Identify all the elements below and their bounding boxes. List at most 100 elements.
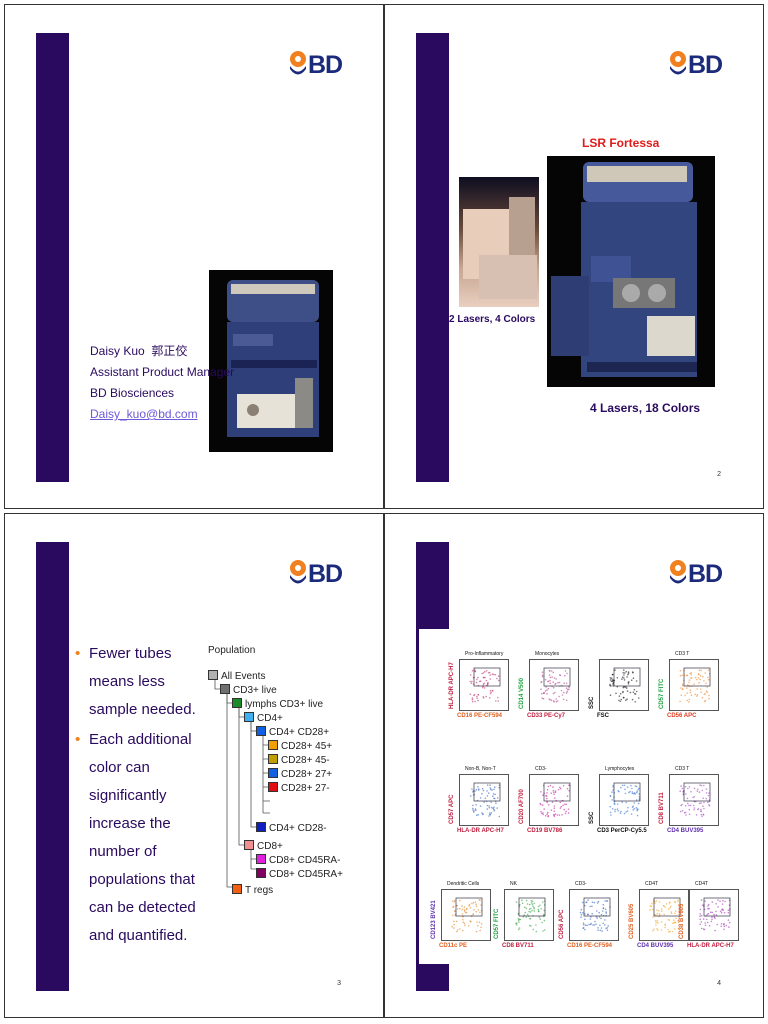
- gating-plot-y-label: CD57 FITC: [494, 908, 500, 939]
- tree-node: CD8+: [244, 840, 283, 854]
- tree-node: CD28+ 45-: [268, 754, 330, 768]
- gating-plot: [639, 889, 689, 941]
- tree-node: CD28+ 27-: [268, 782, 330, 796]
- gating-plot-title: CD4T: [695, 881, 709, 887]
- gating-plot-title: CD4T: [645, 881, 659, 887]
- gating-plot-x-label: CD56 APC: [667, 713, 697, 719]
- logo-text: BD: [688, 560, 723, 588]
- contact-email-link[interactable]: Daisy_kuo@bd.com: [90, 407, 198, 421]
- gating-plot-y-label: HLA-DR APC-H7: [449, 662, 455, 709]
- gating-plot-title: CD3 T: [675, 651, 690, 657]
- tree-node: CD28+ 45+: [268, 740, 332, 754]
- gating-plot-y-label: SSC: [589, 811, 595, 824]
- bd-sunburst-icon: [290, 51, 306, 75]
- gating-plot-title: CD3-: [535, 766, 547, 772]
- tree-connectors: [214, 679, 270, 888]
- gating-plot: [599, 774, 649, 826]
- page-number: 2: [717, 471, 721, 478]
- gating-plot-x-label: HLA-DR APC-H7: [457, 828, 504, 834]
- contact-block: Daisy Kuo 郭正佼 Assistant Product Manager …: [90, 341, 234, 425]
- tree-header: Population: [208, 645, 256, 656]
- slide-3: BD Fewer tubes means less sample needed.…: [4, 513, 384, 1018]
- slide-2: BD LSR Fortessa 2 Lasers, 4 Colors 4 Las…: [384, 4, 764, 509]
- gating-plot-x-label: CD11c PE: [439, 943, 468, 949]
- contact-role: Assistant Product Manager: [90, 365, 235, 379]
- gating-plot-x-label: CD16 PE-CF594: [457, 713, 503, 719]
- small-instrument-photo: [459, 177, 539, 307]
- gating-plot-y-label: CD25 BV605: [629, 903, 635, 939]
- bd-logo: BD: [669, 45, 723, 85]
- gating-plot: [459, 774, 509, 826]
- page-number: 4: [717, 980, 721, 987]
- side-bar: [36, 542, 69, 991]
- gating-plot-x-label: CD19 BV786: [527, 828, 563, 834]
- gating-plot-y-label: CD56 APC: [559, 909, 565, 939]
- contact-org: BD Biosciences: [90, 386, 175, 400]
- gating-plot-x-label: CD4 BUV395: [667, 828, 704, 834]
- tree-node: CD8+ CD45RA+: [256, 868, 343, 882]
- bd-sunburst-icon: [290, 560, 306, 584]
- logo-text: BD: [308, 560, 343, 588]
- side-bar: [36, 33, 69, 482]
- tree-node: All Events: [208, 670, 265, 684]
- gating-plot: [669, 659, 719, 711]
- tree-node: CD4+ CD28+: [256, 726, 329, 740]
- gating-plot: [529, 659, 579, 711]
- gating-plot-title: Monocytes: [535, 651, 560, 657]
- tree-node: CD3+ live: [220, 684, 277, 698]
- tree-node: CD4+ CD28-: [256, 822, 327, 836]
- lsr-fortessa-photo: [547, 156, 715, 387]
- gating-plot-x-label: FSC: [597, 713, 609, 719]
- gating-plot-y-label: CD8 BV711: [659, 792, 665, 824]
- gating-plot-title: CD3 T: [675, 766, 690, 772]
- gating-plot: [504, 889, 554, 941]
- gating-plot-y-label: CD14 V500: [519, 677, 525, 709]
- big-photo-caption: 4 Lasers, 18 Colors: [590, 401, 701, 415]
- page-number: 3: [337, 980, 341, 987]
- bd-sunburst-icon: [670, 51, 686, 75]
- gating-plot: [529, 774, 579, 826]
- gating-plot-x-label: CD3 PerCP-Cy5.5: [597, 828, 647, 834]
- gating-plot-title: Dendritic Cells: [447, 881, 480, 887]
- contact-name: Daisy Kuo: [90, 344, 145, 358]
- gating-plot-y-label: SSC: [589, 696, 595, 709]
- gating-plot-title: CD3-: [575, 881, 587, 887]
- tree-node: CD28+ 27+: [268, 768, 332, 782]
- gating-plot: [599, 659, 649, 711]
- gating-plot: [441, 889, 491, 941]
- side-bar: [416, 33, 449, 482]
- gating-plot-x-label: CD8 BV711: [502, 943, 534, 949]
- gating-plot-x-label: HLA-DR APC-H7: [687, 943, 734, 949]
- bullet-item: Each additional color can significantly …: [75, 726, 215, 950]
- gating-plot-y-label: CD20 AF700: [519, 789, 525, 824]
- gating-plot-y-label: CD123 BV421: [431, 900, 437, 939]
- bd-logo: BD: [669, 554, 723, 594]
- tree-node: CD4+: [244, 712, 283, 726]
- gating-plot-x-label: CD16 PE-CF594: [567, 943, 613, 949]
- bullet-item: Fewer tubes means less sample needed.: [75, 640, 215, 724]
- gating-plot-title: Lymphocytes: [605, 766, 635, 772]
- gating-plot-x-label: CD4 BUV395: [637, 943, 674, 949]
- gating-plot: [459, 659, 509, 711]
- slide-title: LSR Fortessa: [582, 136, 660, 150]
- gating-plot-y-label: CD57 APC: [449, 794, 455, 824]
- logo-text: BD: [688, 51, 723, 79]
- gating-plot-title: Pro-Inflammatory: [465, 651, 504, 657]
- contact-name-cn: 郭正佼: [151, 344, 188, 358]
- gating-plot-title: Non-B, Non-T: [465, 766, 496, 772]
- bd-sunburst-icon: [670, 560, 686, 584]
- population-tree: Population All Events CD3+ live lymphs C…: [208, 642, 368, 896]
- gating-plot-y-label: CD57 FITC: [659, 678, 665, 709]
- gating-plot-y-label: CD38 BV605: [679, 903, 685, 939]
- bullet-list: Fewer tubes means less sample needed. Ea…: [75, 640, 215, 952]
- gating-plot-title: NK: [510, 881, 517, 887]
- gating-plot: [689, 889, 739, 941]
- instrument-photo: [209, 270, 333, 452]
- logo-text: BD: [308, 51, 343, 79]
- small-photo-caption: 2 Lasers, 4 Colors: [449, 314, 536, 325]
- tree-node: lymphs CD3+ live: [232, 698, 323, 712]
- bd-logo: BD: [289, 45, 343, 85]
- tree-node: CD8+ CD45RA-: [256, 854, 340, 868]
